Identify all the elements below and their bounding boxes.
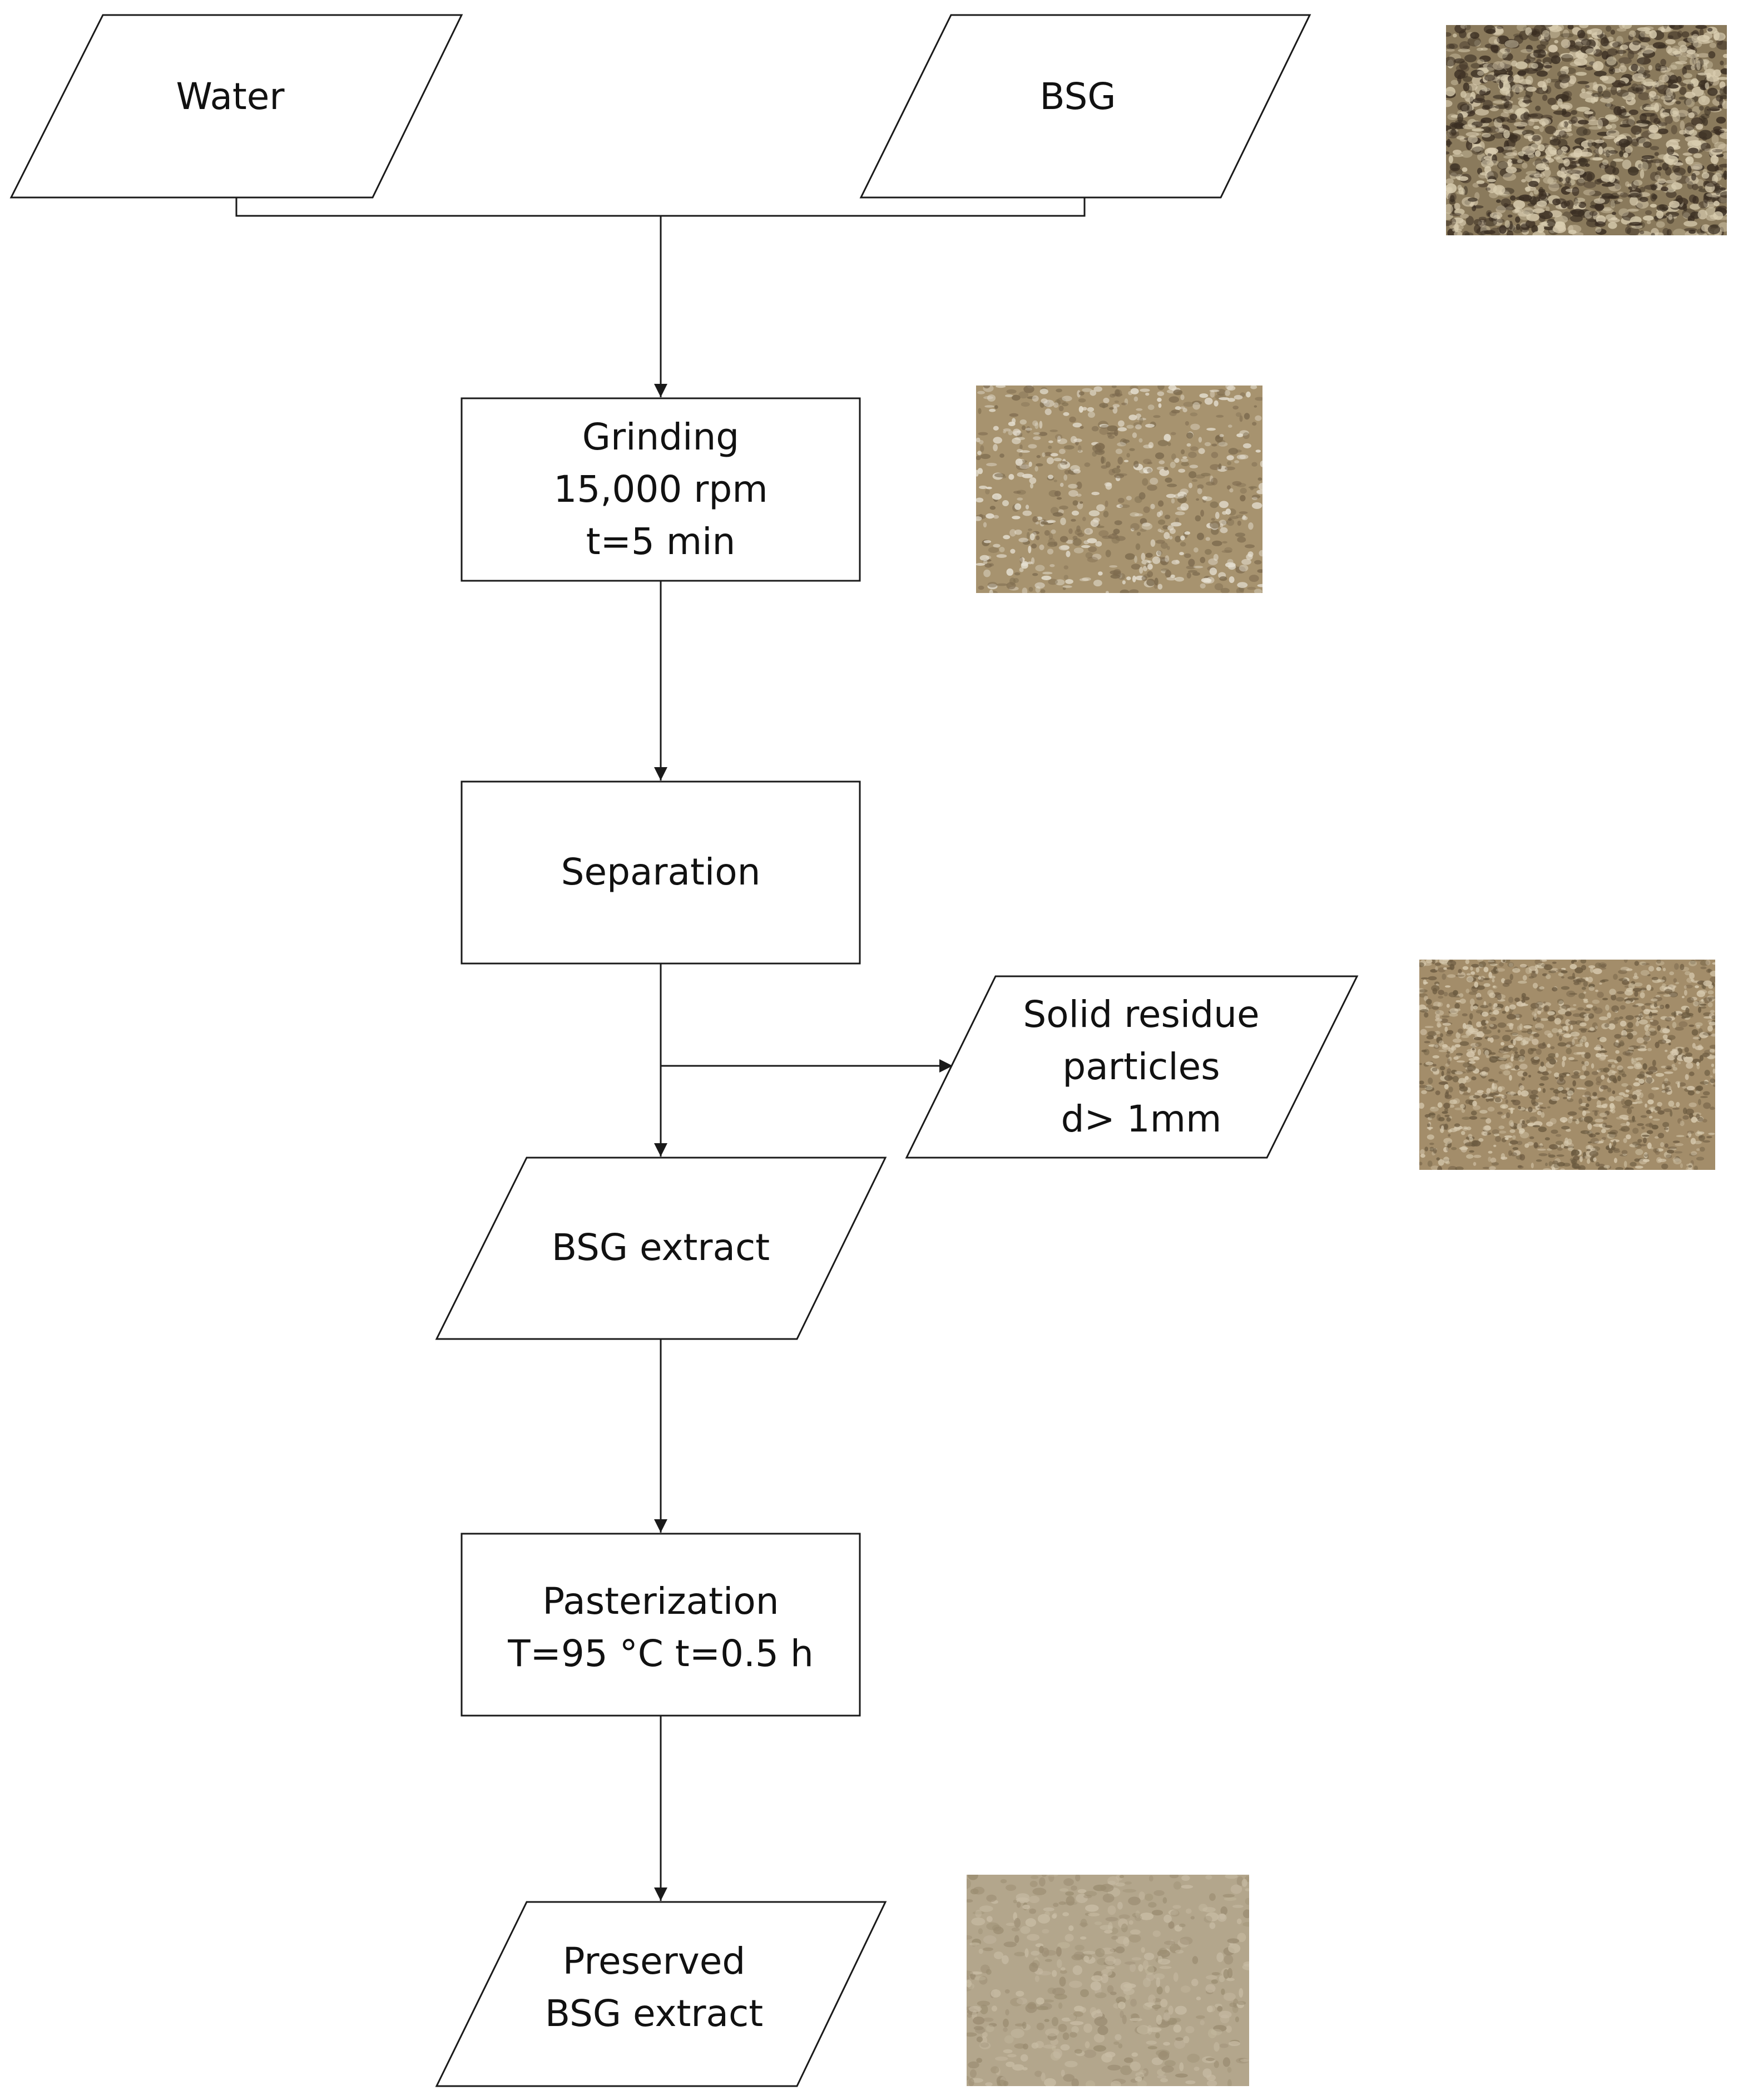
solid-residue-size-label: d> 1mm bbox=[1061, 1098, 1222, 1140]
merge-bracket bbox=[235, 197, 1086, 217]
separation-box bbox=[461, 780, 861, 965]
solid-residue-label: Solid residue bbox=[1023, 993, 1259, 1036]
separation-label: Separation bbox=[561, 851, 761, 893]
grinding-time-label: t=5 min bbox=[586, 520, 736, 563]
preserved-extract-photo bbox=[967, 1875, 1249, 2086]
water-input-shape bbox=[9, 14, 463, 199]
grinding-box bbox=[461, 397, 861, 582]
preserved-extract-label: BSG extract bbox=[545, 1992, 763, 2035]
pasterization-conditions-label: T=95 °C t=0.5 h bbox=[507, 1632, 814, 1675]
labels: Water BSG Grinding 15,000 rpm t=5 min Se… bbox=[176, 75, 1259, 2035]
solid-residue-photo bbox=[1419, 960, 1715, 1170]
bsg-input-shape bbox=[859, 14, 1311, 199]
preserved-extract-shape bbox=[435, 1901, 887, 2087]
pasterization-label: Pasterization bbox=[542, 1580, 779, 1623]
solid-residue-particles-label: particles bbox=[1062, 1045, 1220, 1088]
pasterization-box bbox=[461, 1533, 861, 1717]
water-label: Water bbox=[176, 75, 285, 118]
connectors bbox=[235, 197, 1086, 1901]
ground-slurry-photo bbox=[976, 386, 1262, 593]
preserved-label: Preserved bbox=[563, 1940, 746, 1983]
grinding-speed-label: 15,000 rpm bbox=[553, 468, 768, 511]
bsg-extract-shape bbox=[435, 1157, 887, 1340]
photos bbox=[967, 25, 1727, 2086]
bsg-grains-photo bbox=[1446, 25, 1727, 235]
bsg-label: BSG bbox=[1039, 75, 1116, 118]
bsg-extract-label: BSG extract bbox=[552, 1226, 770, 1269]
solid-residue-shape bbox=[905, 975, 1359, 1159]
shapes bbox=[9, 14, 1359, 2087]
grinding-label: Grinding bbox=[582, 416, 739, 458]
